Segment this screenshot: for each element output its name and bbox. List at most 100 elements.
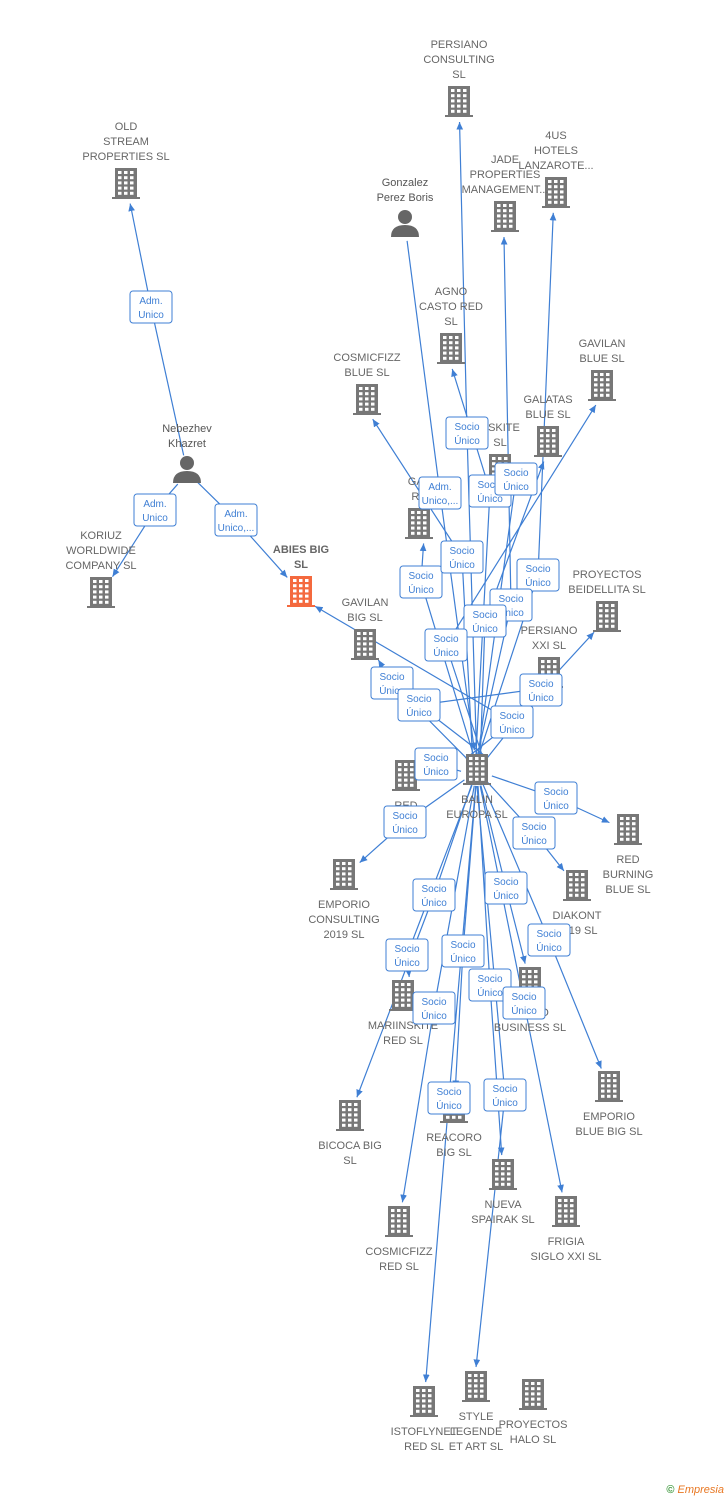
building-icon [336, 1100, 364, 1131]
node-label-line: ISTOFLYNET [391, 1426, 458, 1438]
node-label-line: RED [616, 854, 639, 866]
node-label-line: LEGENDE [450, 1426, 503, 1438]
node-label-line: WORLDWIDE [66, 545, 136, 557]
node-label-line: PROYECTOS [573, 569, 642, 581]
building-icon [534, 426, 562, 457]
edge-role-text: Único [493, 889, 519, 902]
edge-role-text: Socio [421, 997, 446, 1008]
building-icon [87, 577, 115, 608]
edge-role-text: Unico [138, 310, 164, 321]
node-label-line: GAVILAN [579, 338, 626, 350]
edge-role-text: Unico,... [422, 496, 459, 507]
node-label-line: Nebezhev [162, 423, 212, 435]
node-label-line: GAVILAN [342, 597, 389, 609]
edge-role-text: Único [449, 558, 475, 571]
building-icon [614, 814, 642, 845]
building-icon [405, 508, 433, 539]
edge-role-text: Único [543, 799, 569, 812]
edge-role-text: Socio [433, 634, 458, 645]
edge-role-text: Socio [498, 594, 523, 605]
building-icon [593, 601, 621, 632]
edge-role-text: Socio [499, 711, 524, 722]
node-label-line: CASTO RED [419, 301, 483, 313]
node-label-line: PROPERTIES [470, 169, 541, 181]
brand-logo-text[interactable]: Empresia [677, 1484, 724, 1496]
node-label-line: BALIN [461, 794, 493, 806]
building-icon [410, 1386, 438, 1417]
edge-role-text: Socio [521, 822, 546, 833]
node-label-line: HOTELS [534, 145, 578, 157]
node-label-line: COSMICFIZZ [333, 352, 400, 364]
edge-role-text: Único [421, 896, 447, 909]
building-icon [112, 168, 140, 199]
edge-role-badge[interactable]: Adm.Unico,... [214, 503, 258, 537]
building-icon [552, 1196, 580, 1227]
person-icon [391, 210, 419, 237]
node-fourus-hotels[interactable]: 4USHOTELSLANZAROTE... [518, 130, 594, 208]
node-label-line: SL [294, 559, 308, 571]
edge-role-badge[interactable]: Adm.Unico,... [418, 476, 462, 510]
node-label-line: CONSULTING [308, 914, 379, 926]
node-label-line: PERSIANO [431, 39, 488, 51]
building-icon [330, 859, 358, 890]
building-icon [542, 177, 570, 208]
node-label-line: SL [452, 69, 465, 81]
node-label-line: Khazret [168, 438, 206, 450]
node-jade-properties[interactable]: JADEPROPERTIESMANAGEMENT... [462, 154, 549, 232]
building-icon [353, 384, 381, 415]
node-label-line: JADE [491, 154, 519, 166]
edge-role-badge[interactable]: Adm.Unico [133, 493, 177, 527]
node-label-line: REACORO [426, 1132, 482, 1144]
node-label-line: AGNO [435, 286, 468, 298]
edge-role-badge[interactable]: Adm.Unico [129, 290, 173, 324]
